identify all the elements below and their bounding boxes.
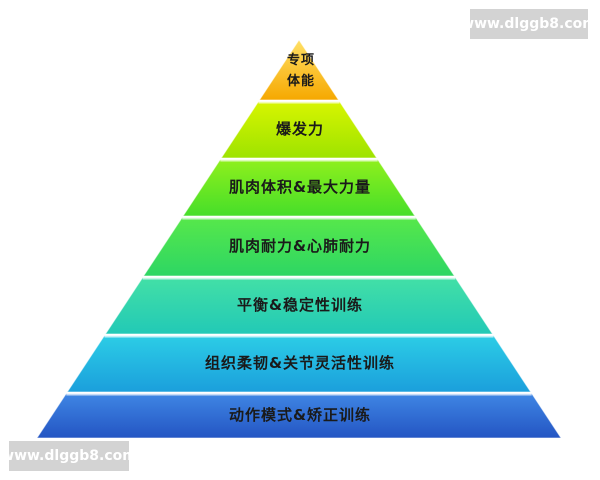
watermark-bottom: www.dlggb8.com	[1, 441, 137, 471]
pyramid-level-label-2: 爆发力	[275, 120, 324, 138]
watermark-top: www.dlggb8.com	[461, 9, 597, 39]
pyramid-tier-1	[258, 39, 340, 101]
pyramid-level-label-7: 动作模式&矫正训练	[228, 406, 372, 424]
pyramid-level-label-1: 专项 体能	[286, 53, 315, 89]
pyramid-level-label-3: 肌肉体积&最大力量	[228, 178, 372, 196]
pyramid-level-label-5: 平衡&稳定性训练	[236, 296, 364, 314]
pyramid-level-label-6: 组织柔韧&关节灵活性训练	[204, 354, 396, 372]
pyramid-level-label-4: 肌肉耐力&心肺耐力	[228, 237, 372, 255]
